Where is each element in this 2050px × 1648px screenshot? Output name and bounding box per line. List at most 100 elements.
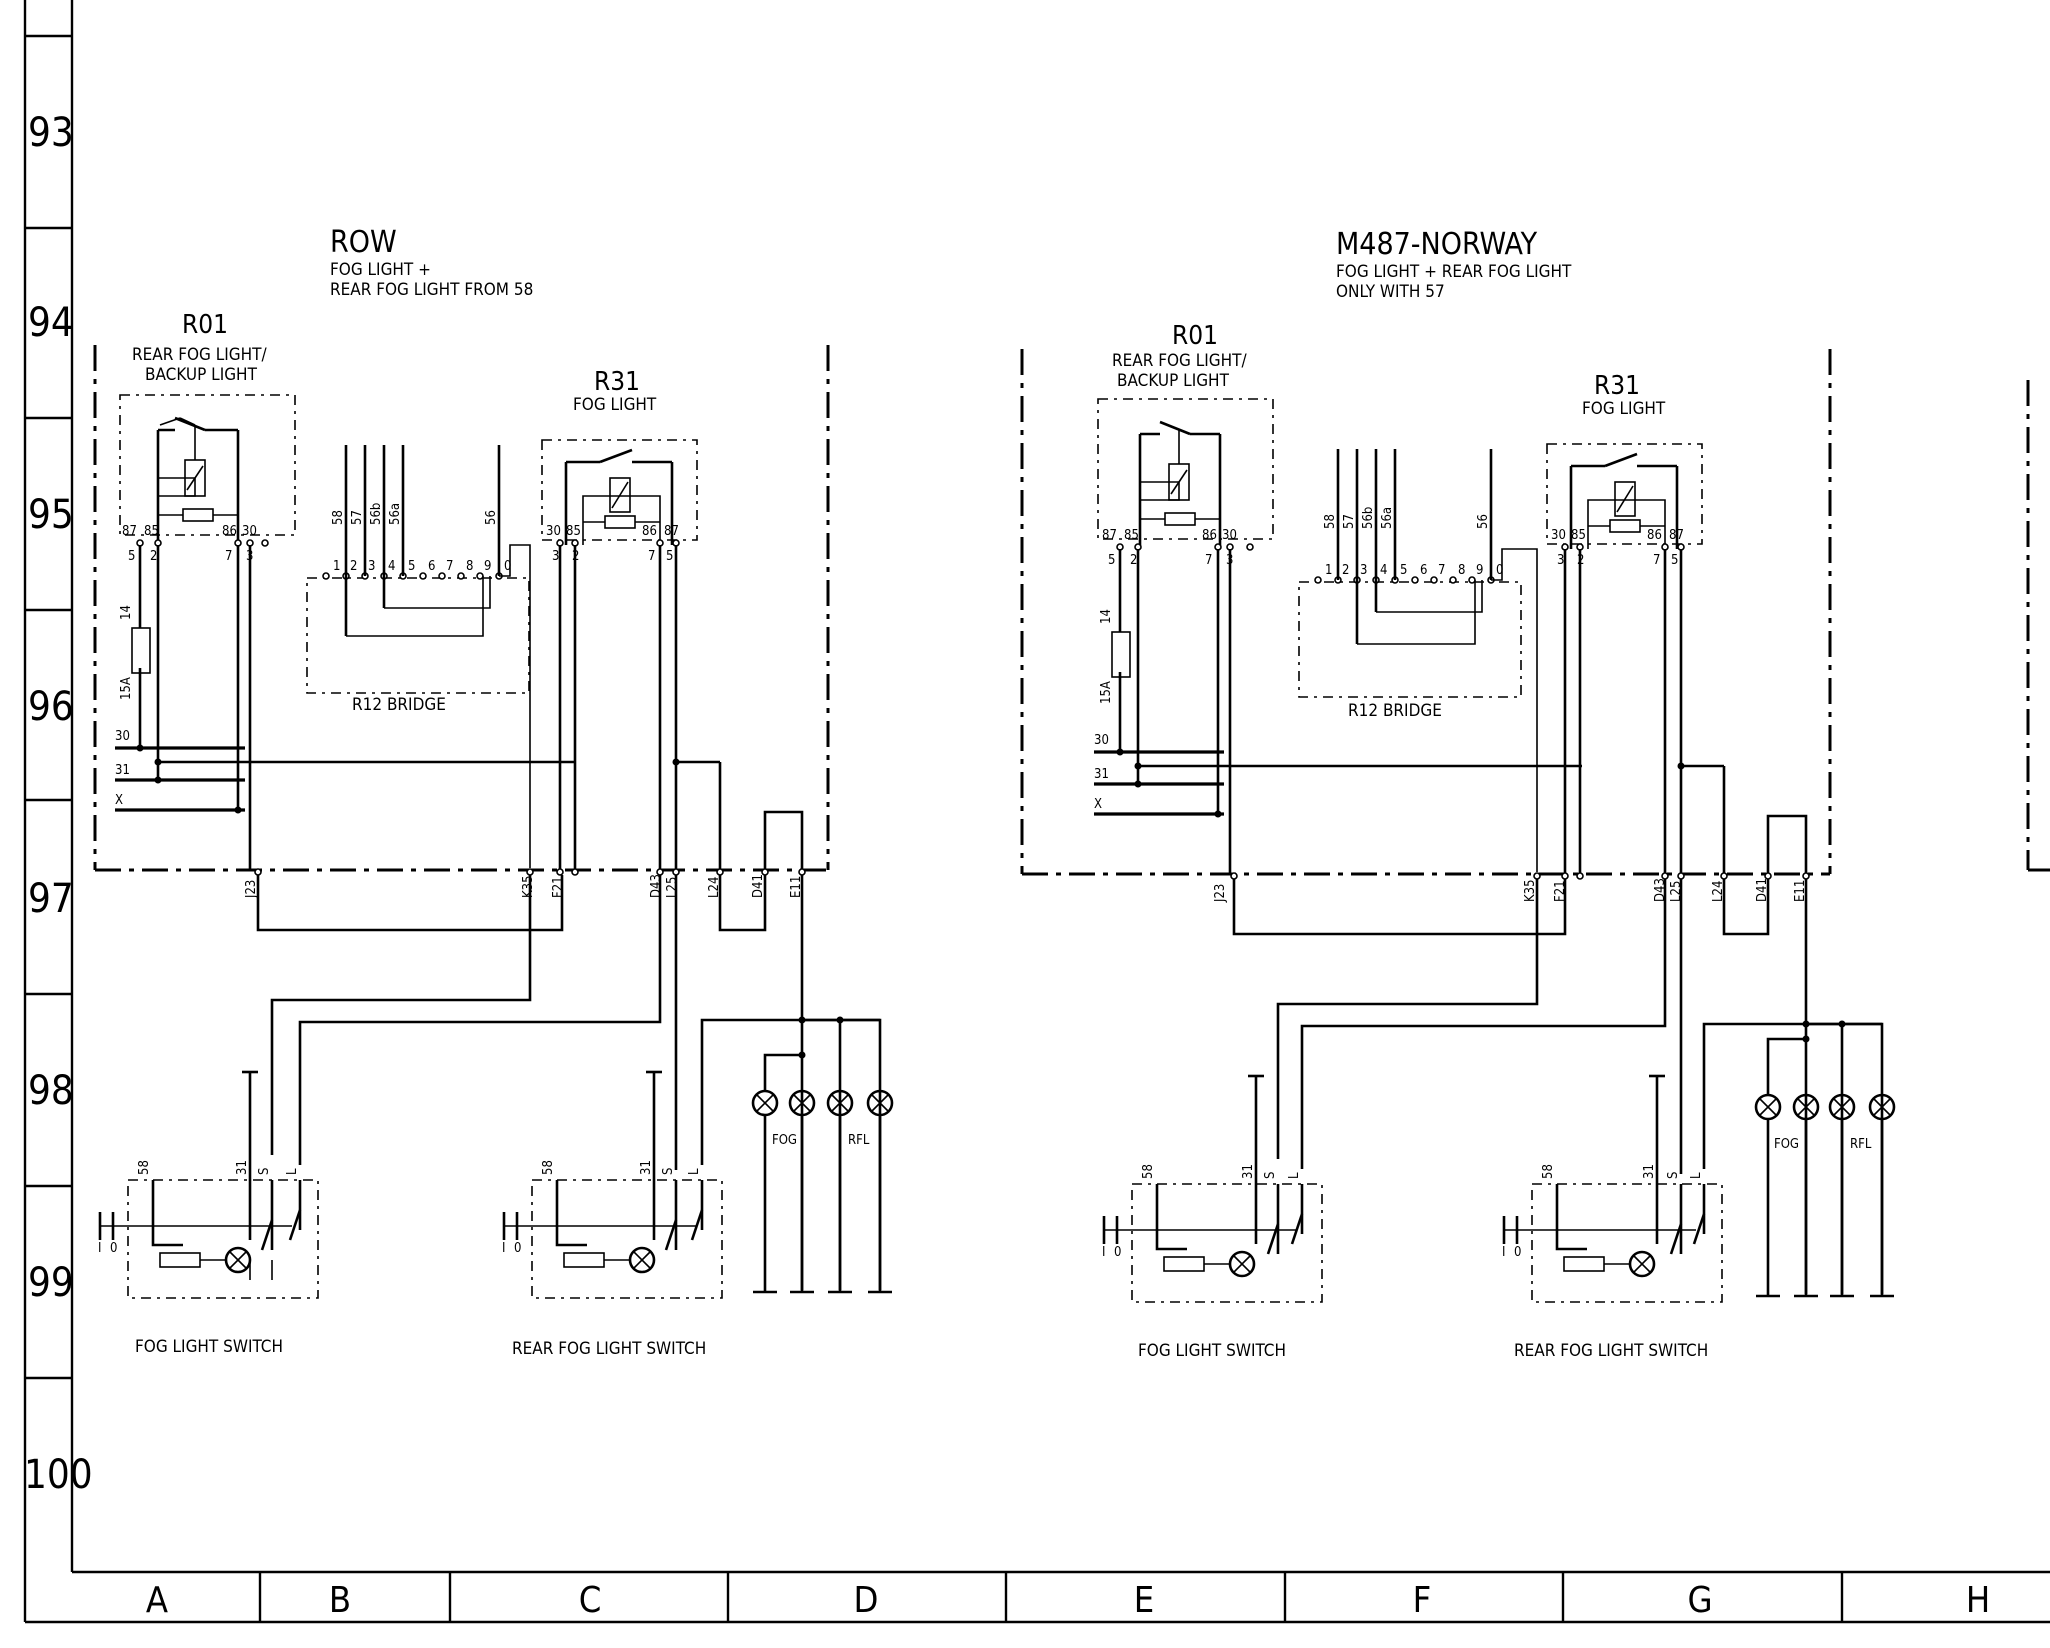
switch-term: 31 — [235, 1160, 250, 1175]
switch-term: 58 — [1541, 1164, 1556, 1179]
bridge-label: R12 BRIDGE — [1348, 701, 1442, 721]
r01-desc-1: REAR FOG LIGHT/ — [132, 345, 267, 365]
bridge-wire: 57 — [1342, 514, 1357, 529]
bridge-terminal: 2 — [1342, 563, 1349, 578]
bridge-terminal: 1 — [1325, 563, 1332, 578]
switch-term: L — [1287, 1172, 1302, 1179]
lamp-label-fog: FOG — [1774, 1137, 1799, 1152]
bridge-terminal: 0 — [1496, 563, 1503, 578]
column-letter: G — [1687, 1580, 1712, 1621]
column-letter: E — [1134, 1580, 1154, 1621]
r01-id: R01 — [1172, 321, 1218, 351]
connector-label: K35 — [1523, 879, 1538, 902]
bridge-terminal: 2 — [350, 559, 357, 574]
fuse-rating: 15A — [119, 677, 134, 700]
r01-desc-2: BACKUP LIGHT — [145, 365, 258, 385]
pin-label: 86 — [222, 524, 237, 539]
bridge-terminal: 5 — [408, 559, 415, 574]
column-letter: D — [854, 1580, 879, 1621]
bridge-wire: 58 — [331, 510, 346, 525]
bridge-wire: 56b — [369, 503, 384, 525]
switch-pos: 0 — [110, 1241, 117, 1256]
variant-desc-2: REAR FOG LIGHT FROM 58 — [330, 280, 533, 300]
variant-title: ROW — [330, 225, 397, 260]
switch-pos: 0 — [1514, 1245, 1521, 1260]
bridge-label: R12 BRIDGE — [352, 695, 446, 715]
row-numbers: 93 94 95 96 97 98 99 100 — [24, 110, 93, 1498]
pin-label: 85 — [144, 524, 159, 539]
row-number: 97 — [28, 876, 74, 922]
column-letter: B — [329, 1580, 351, 1621]
term-label: 3 — [552, 549, 559, 564]
variant-desc-1: FOG LIGHT + REAR FOG LIGHT — [1336, 262, 1572, 282]
r01-id: R01 — [182, 310, 228, 340]
term-label: 7 — [1653, 553, 1660, 568]
fog-light-switch: 58 31 S L I 0 FOG LIGHT SWITCH — [98, 1070, 319, 1357]
row-number: 99 — [28, 1260, 74, 1306]
term-label: 7 — [1205, 553, 1212, 568]
lamp-label-rfl: RFL — [1850, 1137, 1872, 1152]
term-label: 2 — [150, 549, 157, 564]
column-letter: C — [579, 1580, 602, 1621]
r01-desc-2: BACKUP LIGHT — [1117, 371, 1230, 391]
bridge-terminals: 1 2 3 4 5 6 7 8 9 0 — [1325, 563, 1503, 578]
r31-id: R31 — [594, 367, 640, 397]
term-label: 5 — [666, 549, 673, 564]
rear-fog-light-switch: 58 31 S L I 0 REAR FOG LIGHT SWITCH — [502, 1070, 723, 1359]
column-letter: F — [1413, 1580, 1432, 1621]
switch-term: L — [1689, 1172, 1704, 1179]
connector-label: J23 — [244, 880, 259, 899]
switch-term: S — [661, 1168, 676, 1175]
bridge-terminal: 6 — [1420, 563, 1427, 578]
term-label: 5 — [1108, 553, 1115, 568]
bridge-terminal: 6 — [428, 559, 435, 574]
switch-term: 31 — [1642, 1164, 1657, 1179]
pin-label: 30 — [242, 524, 257, 539]
switch-term: S — [1666, 1172, 1681, 1179]
connector-label: D41 — [1755, 878, 1770, 902]
switch-pos: 0 — [514, 1241, 521, 1256]
row-number: 93 — [28, 110, 74, 156]
circuit-left: ROW FOG LIGHT + REAR FOG LIGHT FROM 58 R… — [93, 225, 894, 1359]
switch-pos: 0 — [1114, 1245, 1121, 1260]
fuse-number: 14 — [119, 605, 134, 620]
bus-label: 30 — [115, 729, 130, 744]
switch-term: L — [285, 1168, 300, 1175]
switch-caption: FOG LIGHT SWITCH — [1138, 1341, 1286, 1361]
r31-desc: FOG LIGHT — [1582, 399, 1666, 419]
switch-caption: FOG LIGHT SWITCH — [135, 1337, 283, 1357]
switch-pos: I — [98, 1241, 101, 1256]
switch-term: 58 — [137, 1160, 152, 1175]
rear-fog-light-switch: 58 31 S L I 0 REAR FOG LIGHT SWITCH — [1502, 1074, 1723, 1361]
bridge-wire: 56 — [484, 510, 499, 525]
term-label: 7 — [225, 549, 232, 564]
r31-desc: FOG LIGHT — [573, 395, 657, 415]
lamp-group: FOG RFL — [751, 1089, 894, 1294]
bridge-terminal: 8 — [1458, 563, 1465, 578]
pin-label: 30 — [546, 524, 561, 539]
term-label: 2 — [1130, 553, 1137, 568]
pin-label: 30 — [1551, 528, 1566, 543]
pin-label: 85 — [1124, 528, 1139, 543]
sheet-frame — [23, 0, 2050, 1624]
switch-term: S — [257, 1168, 272, 1175]
bridge-terminal: 9 — [1476, 563, 1483, 578]
lamp-label-rfl: RFL — [848, 1133, 870, 1148]
connector-label: L25 — [665, 877, 680, 898]
connector-label: E11 — [1793, 880, 1808, 902]
pin-label: 87 — [1102, 528, 1117, 543]
term-label: 3 — [1557, 553, 1564, 568]
pin-label: 87 — [664, 524, 679, 539]
switch-term: L — [687, 1168, 702, 1175]
bridge-wire: 56 — [1476, 514, 1491, 529]
switch-caption: REAR FOG LIGHT SWITCH — [1514, 1341, 1708, 1361]
connector-label: L24 — [1711, 881, 1726, 902]
row-number: 98 — [28, 1068, 74, 1114]
switch-pos: I — [1102, 1245, 1105, 1260]
pin-label: 85 — [566, 524, 581, 539]
column-letter: H — [1966, 1580, 1990, 1621]
bridge-terminal: 8 — [466, 559, 473, 574]
connector-label: J23 — [1213, 884, 1228, 903]
bridge-wire: 58 — [1323, 514, 1338, 529]
